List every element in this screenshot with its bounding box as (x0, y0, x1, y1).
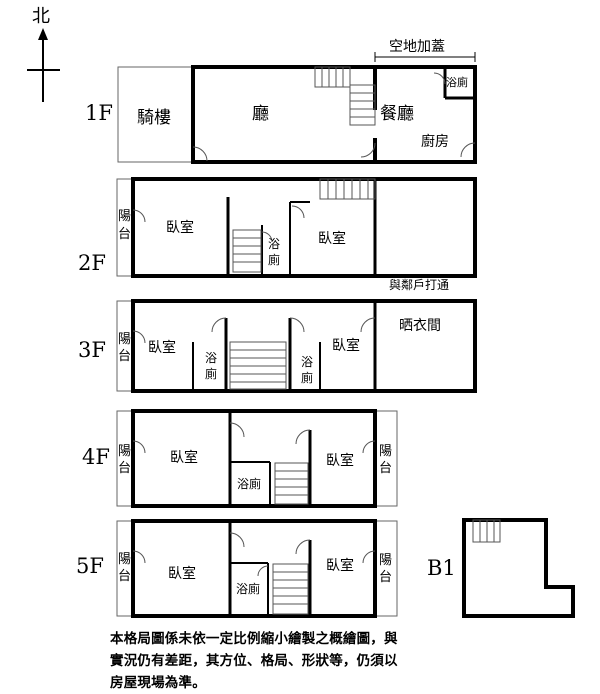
floor-2f: 2F 陽 台 臥室 浴 廁 臥室 與鄰戶打通 (78, 177, 477, 292)
floor-label-3f: 3F (78, 338, 106, 362)
balcony-4f-right-char2: 台 (379, 461, 392, 476)
floor-label-5f: 5F (76, 554, 104, 578)
room-bath-1f: 浴廁 (446, 75, 468, 89)
balcony-5f-right-char2: 台 (379, 570, 392, 585)
disclaimer-line-1: 本格局圖係未依一定比例縮小繪製之概繪圖，與 (110, 631, 398, 647)
balcony-4f-right-char1: 陽 (379, 444, 392, 459)
room-bath-5f: 浴廁 (236, 581, 260, 596)
floor-label-4f: 4F (82, 445, 110, 469)
room-kitchen: 廚房 (421, 133, 449, 150)
floor-label-2f: 2F (78, 251, 106, 275)
balcony-2f-char1: 陽 (118, 209, 131, 224)
room-dining: 餐廳 (380, 104, 414, 124)
room-bedroom-2f-left: 臥室 (166, 219, 194, 236)
connect-note: 與鄰戶打通 (389, 277, 449, 292)
balcony-5f-right-char1: 陽 (379, 553, 392, 568)
balcony-5f-left-char2: 台 (118, 569, 131, 584)
room-drying: 晒衣間 (399, 318, 441, 334)
floor-3f: 3F 陽 台 臥室 浴 廁 浴 廁 臥室 晒衣間 (78, 299, 477, 393)
room-arcade: 騎樓 (137, 108, 171, 128)
room-bedroom-5f-right: 臥室 (326, 557, 354, 574)
balcony-4f-left-char1: 陽 (118, 444, 131, 459)
room-bath-2f-char2: 廁 (268, 252, 280, 267)
floor-label-b1: B1 (427, 556, 456, 580)
room-bath-3f-right-char2: 廁 (301, 370, 313, 385)
room-bath-3f-right-char1: 浴 (301, 355, 313, 369)
floor-4f: 4F 陽 台 臥室 浴廁 臥室 陽 台 (82, 409, 398, 508)
room-bedroom-4f-left: 臥室 (170, 449, 198, 466)
floor-label-1f: 1F (85, 101, 113, 125)
balcony-4f-left-char2: 台 (118, 461, 131, 476)
disclaimer-line-2: 實況仍有差距，其方位、格局、形狀等，仍須以 (110, 653, 398, 669)
room-bedroom-3f-right: 臥室 (332, 337, 360, 354)
room-bath-3f-left-char2: 廁 (205, 366, 217, 381)
room-bath-2f-char1: 浴 (268, 237, 280, 251)
room-bath-4f: 浴廁 (237, 476, 261, 491)
north-arrow-icon (27, 28, 60, 102)
floor-b1: B1 (427, 518, 575, 618)
room-hall: 廳 (252, 104, 269, 124)
room-bath-3f-left-char1: 浴 (205, 351, 217, 365)
room-bedroom-5f-left: 臥室 (168, 565, 196, 582)
floor-1f: 1F 騎樓 廳 餐廳 廚房 浴廁 空地加蓋 (85, 39, 477, 164)
room-bedroom-4f-right: 臥室 (326, 452, 354, 469)
balcony-3f-char2: 台 (118, 349, 131, 364)
extension-label: 空地加蓋 (389, 39, 445, 55)
floor-5f: 5F 陽 台 臥室 浴廁 臥室 陽 台 (76, 519, 398, 618)
balcony-2f-char2: 台 (118, 227, 131, 242)
room-bedroom-3f-left: 臥室 (148, 339, 176, 356)
balcony-5f-left-char1: 陽 (118, 552, 131, 567)
north-label: 北 (32, 6, 50, 27)
room-bedroom-2f-right: 臥室 (318, 230, 346, 247)
balcony-3f-char1: 陽 (118, 332, 131, 347)
disclaimer: 本格局圖係未依一定比例縮小繪製之概繪圖，與 實況仍有差距，其方位、格局、形狀等，… (110, 628, 600, 694)
disclaimer-line-3: 房屋現場為準。 (110, 675, 206, 691)
